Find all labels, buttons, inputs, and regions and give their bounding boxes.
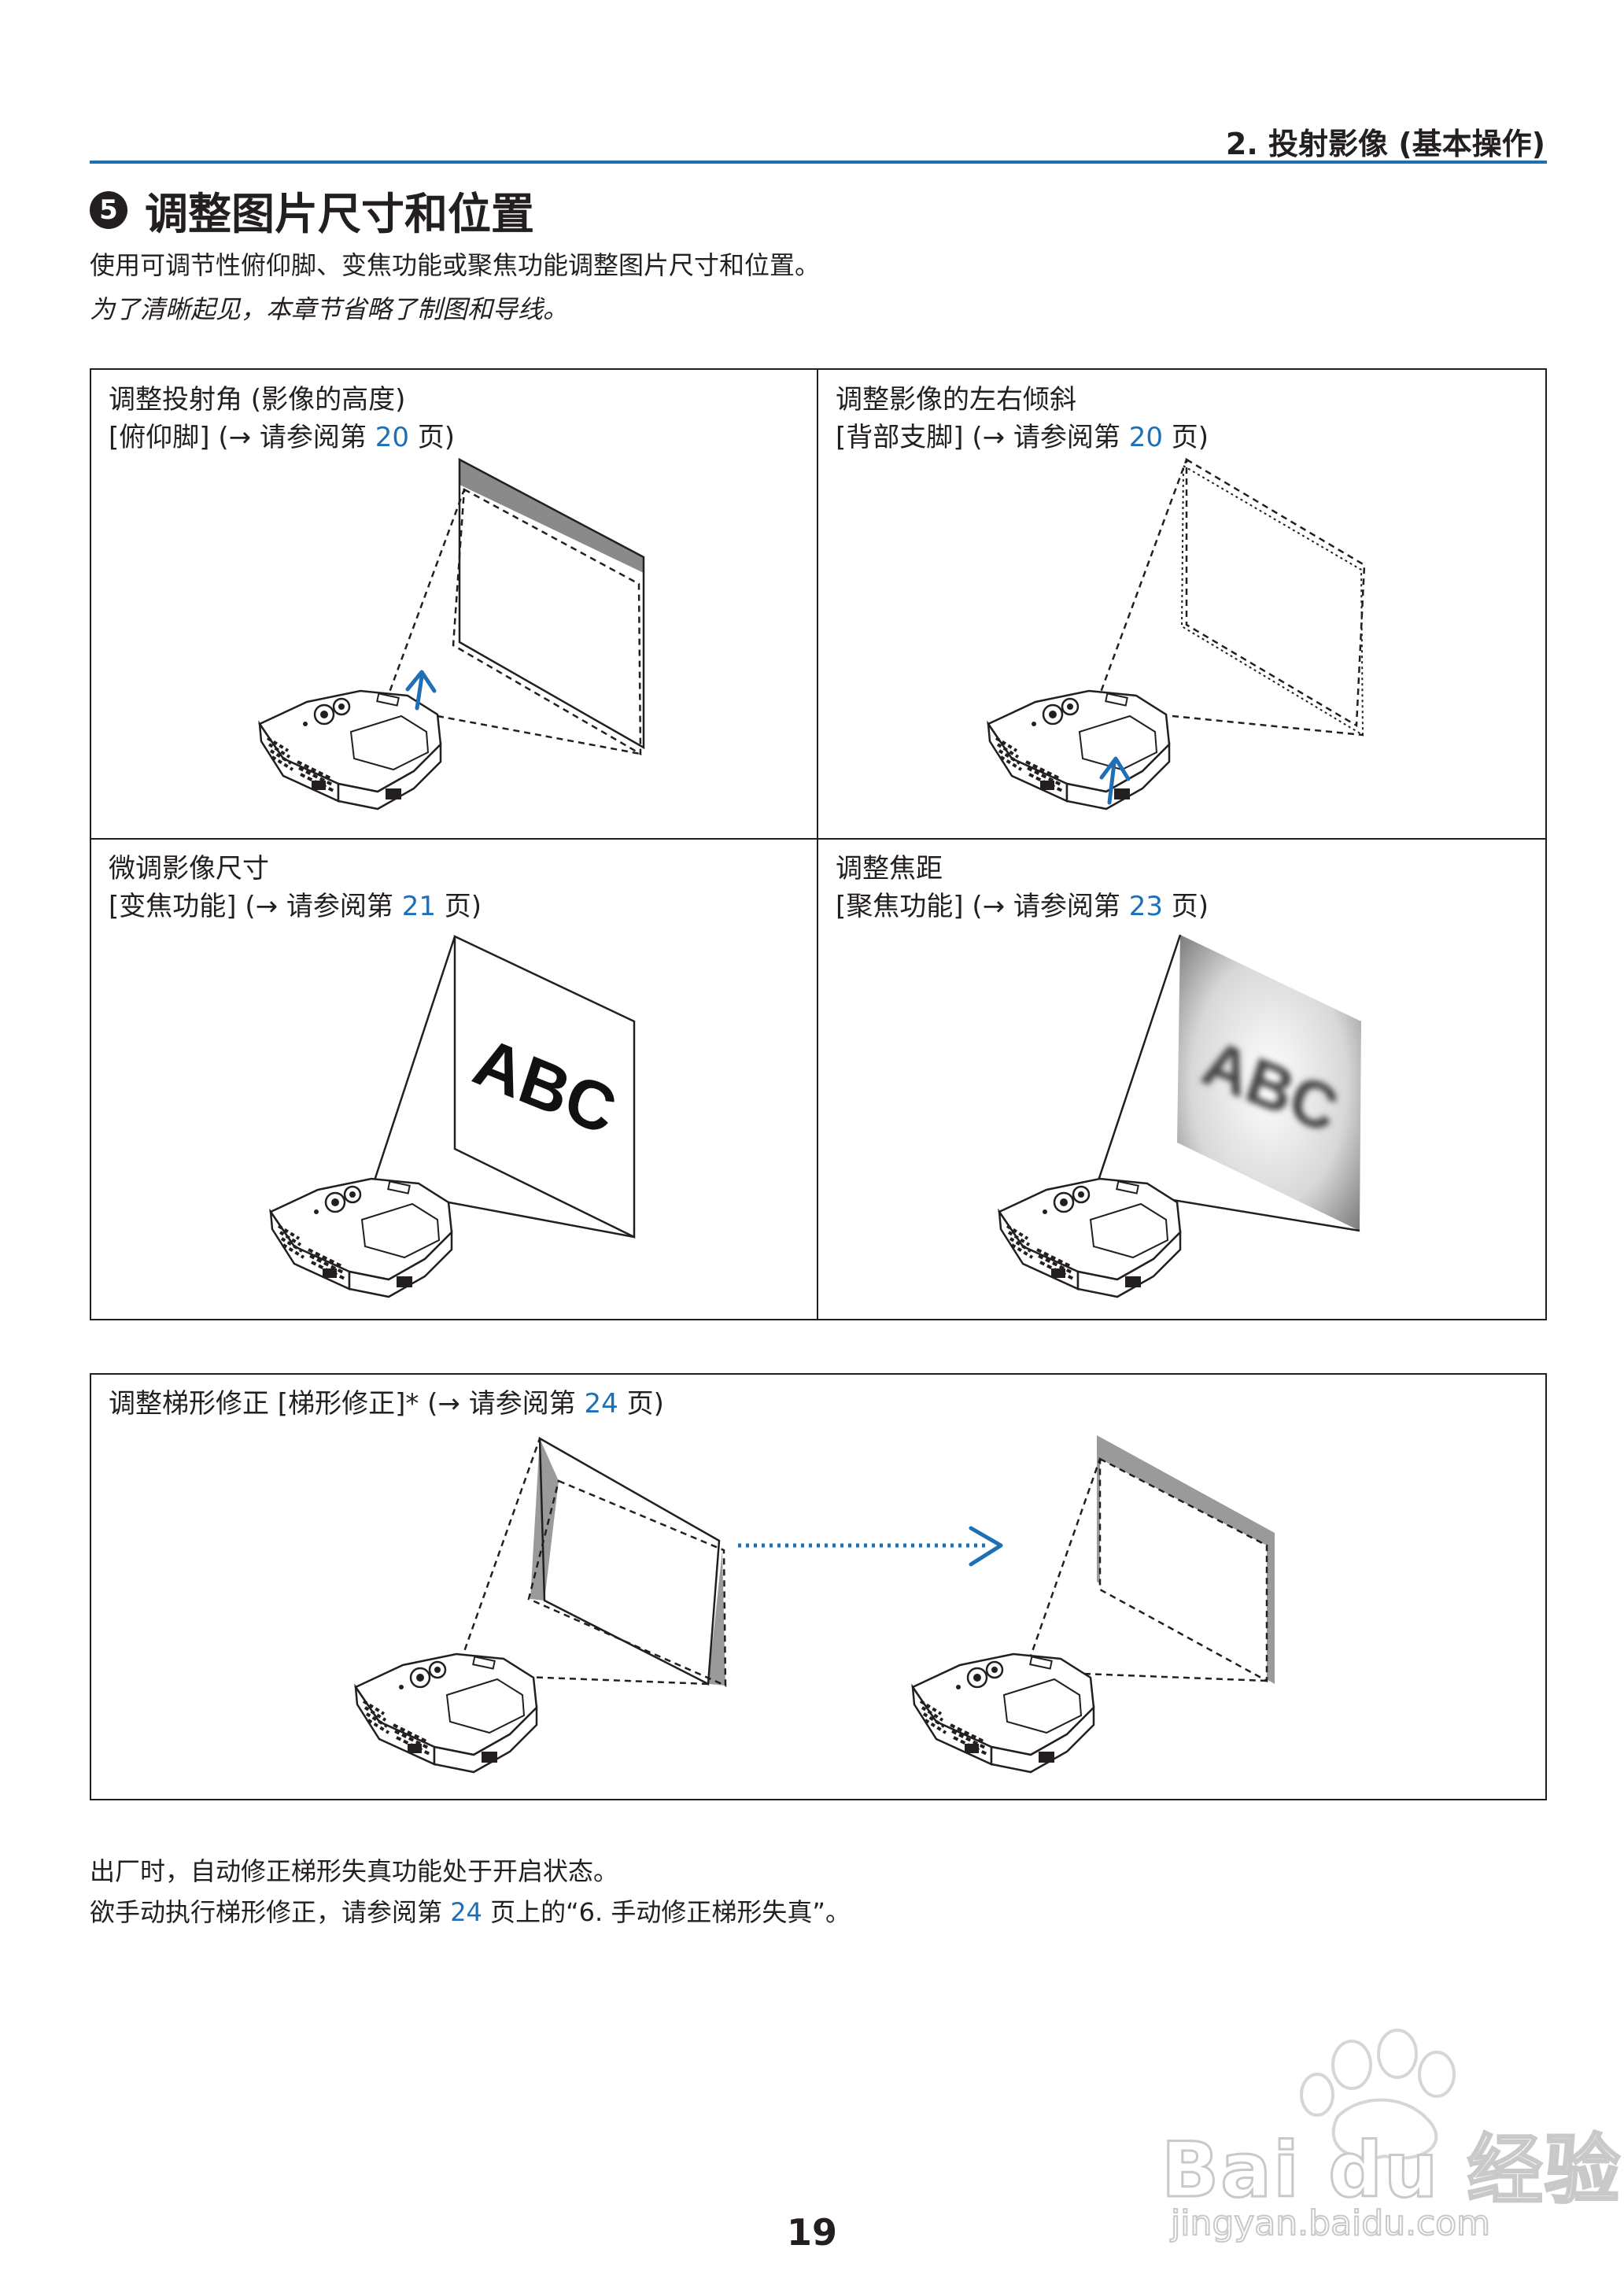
intro-text: 使用可调节性俯仰脚、变焦功能或聚焦功能调整图片尺寸和位置。 <box>90 250 821 280</box>
cell-zoom-caption: 微调影像尺寸 [变焦功能] (→ 请参阅第 21 页) <box>109 850 482 925</box>
adjustment-grid <box>90 368 1547 1320</box>
corrected-screen <box>1100 1459 1267 1681</box>
arrow-up-icon <box>405 670 437 711</box>
zoom-illustration: ABC <box>269 935 636 1298</box>
step-number-badge: 5 <box>90 191 127 229</box>
cell-focus-caption: 调整焦距 [聚焦功能] (→ 请参阅第 23 页) <box>836 850 1209 925</box>
footer-note-line1: 出厂时，自动修正梯形失真功能处于开启状态。 <box>90 1856 619 1886</box>
header-rule <box>90 161 1547 164</box>
note-text: 为了清晰起见，本章节省略了制图和导线。 <box>90 294 569 324</box>
cell-rear-foot-title: 调整影像的左右倾斜 <box>836 384 1076 415</box>
cell-tilt-foot-ref: [俯仰脚] (→ 请参阅第 20 页) <box>109 422 456 453</box>
page-number: 19 <box>786 2211 837 2254</box>
page-link[interactable]: 21 <box>401 891 436 922</box>
tilt-foot-illustration <box>258 457 645 810</box>
baidu-paw-watermark-icon <box>1300 2029 1456 2160</box>
cell-focus-title: 调整焦距 <box>836 853 943 884</box>
cell-tilt-foot-caption: 调整投射角 (影像的高度) [俯仰脚] (→ 请参阅第 20 页) <box>109 381 455 456</box>
projected-screen <box>458 457 645 750</box>
keystone-shade-left <box>530 1438 559 1601</box>
keystone-shade-right <box>708 1550 725 1686</box>
projector-icon <box>987 689 1171 810</box>
cell-rear-foot-ref: [背部支脚] (→ 请参阅第 20 页) <box>836 422 1209 453</box>
cell-zoom-ref: [变焦功能] (→ 请参阅第 21 页) <box>109 891 482 922</box>
grid-divider-horizontal <box>90 838 1547 840</box>
section-title-text: 调整图片尺寸和位置 <box>145 189 535 239</box>
cell-focus-ref: [聚焦功能] (→ 请参阅第 23 页) <box>836 891 1209 922</box>
footer-note-line2: 欲手动执行梯形修正，请参阅第 24 页上的“6. 手动修正梯形失真”。 <box>90 1897 851 1927</box>
arrow-right-icon <box>969 1526 1003 1567</box>
watermark-url: jingyan.baidu.com <box>1170 2203 1491 2244</box>
keystone-illustration <box>354 1435 1275 1774</box>
watermark-brand: Bai du 经验 <box>1161 2125 1622 2216</box>
arrow-up-icon <box>1099 756 1131 805</box>
page-link[interactable]: 23 <box>1128 891 1163 922</box>
original-screen-outline <box>1185 457 1366 728</box>
blurred-screen <box>1177 935 1361 1231</box>
cell-rear-foot-caption: 调整影像的左右倾斜 [背部支脚] (→ 请参阅第 20 页) <box>836 381 1209 456</box>
distorted-screen <box>538 1436 721 1686</box>
page-link[interactable]: 24 <box>450 1897 482 1927</box>
cell-tilt-foot-title: 调整投射角 (影像的高度) <box>109 384 406 415</box>
grid-divider-vertical <box>817 368 818 1320</box>
rear-foot-illustration <box>987 457 1366 810</box>
page-link[interactable]: 20 <box>1128 422 1163 453</box>
section-title: 5 调整图片尺寸和位置 <box>90 183 534 239</box>
shifted-screen-band <box>460 460 644 573</box>
original-screen-outline <box>452 487 642 756</box>
tilted-screen <box>1180 464 1364 737</box>
keystone-caption: 调整梯形修正 [梯形修正]* (→ 请参阅第 24 页) <box>109 1388 664 1420</box>
header-section-label: 2. 投射影像 (基本操作) <box>1225 127 1545 161</box>
cell-zoom-title: 微调影像尺寸 <box>109 853 269 884</box>
focus-illustration: ABC <box>998 934 1361 1298</box>
projector-icon <box>269 1177 453 1298</box>
keystone-box <box>90 1373 1547 1800</box>
projector-icon <box>998 1177 1182 1298</box>
projector-icon <box>258 689 442 810</box>
page-link[interactable]: 20 <box>375 422 409 453</box>
projector-icon <box>354 1652 538 1774</box>
page-link[interactable]: 24 <box>584 1388 618 1420</box>
projector-icon <box>911 1652 1095 1774</box>
